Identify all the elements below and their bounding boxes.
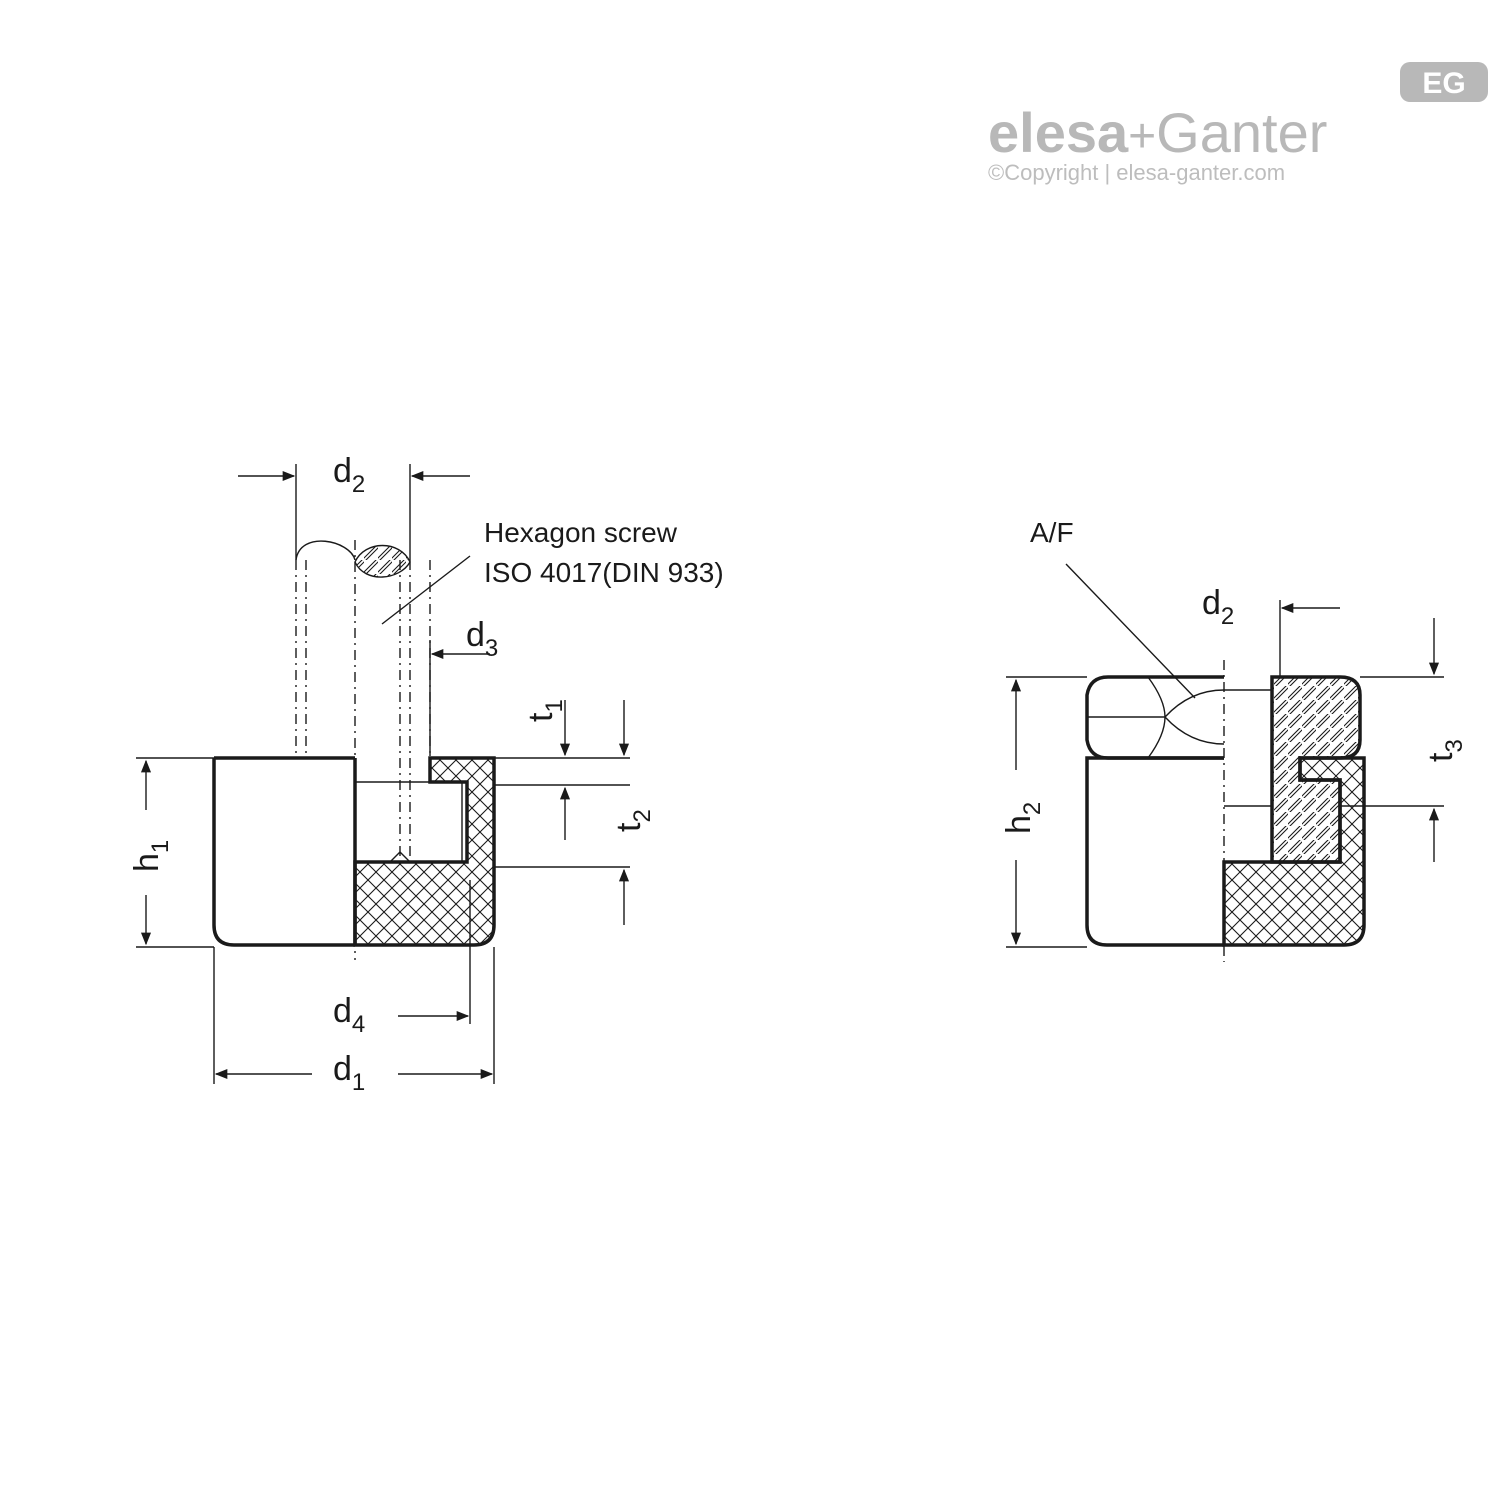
dim-label-d2-right: d2: [1202, 584, 1234, 630]
brand-badge: EG: [1400, 62, 1488, 102]
dim-label-d1: d1: [333, 1050, 365, 1096]
right-view: A/F d2 t3 h2: [1000, 517, 1468, 962]
brand-plus: +: [1128, 110, 1156, 163]
pad-section-right-view: [1222, 756, 1366, 947]
dim-label-t3: t3: [1422, 739, 1468, 762]
brand-wordmark: elesa+Ganter: [988, 101, 1327, 164]
brand-badge-text: EG: [1422, 67, 1465, 100]
brand-logo: EG elesa+Ganter ©Copyright | elesa-gante…: [988, 62, 1488, 185]
screw-section: [354, 544, 411, 578]
brand-name: elesa: [988, 101, 1129, 164]
dim-label-d3: d3: [466, 616, 498, 662]
callout-line-2: ISO 4017(DIN 933): [484, 557, 724, 588]
dim-label-t2: t2: [610, 809, 656, 832]
brand-second-name: Ganter: [1156, 101, 1327, 164]
pad-body-right-view: [1085, 756, 1224, 947]
dim-label-d2: d2: [333, 452, 365, 498]
af-label: A/F: [1030, 517, 1074, 548]
callout-leader: [381, 555, 471, 625]
dim-label-d4: d4: [333, 992, 365, 1038]
dim-label-h2: h2: [1000, 802, 1046, 834]
dim-label-h1: h1: [128, 840, 174, 872]
dim-label-t1: t1: [522, 699, 568, 722]
callout-line-1: Hexagon screw: [484, 517, 678, 548]
af-leader: [1065, 563, 1196, 699]
left-view: d2 d3 d4 d1 t1 t2 h1 Hexagon screw ISO 4…: [128, 452, 724, 1096]
copyright-text: ©Copyright | elesa-ganter.com: [988, 160, 1285, 185]
pad-body-left: [212, 758, 355, 947]
pad-section-right: [353, 756, 496, 947]
